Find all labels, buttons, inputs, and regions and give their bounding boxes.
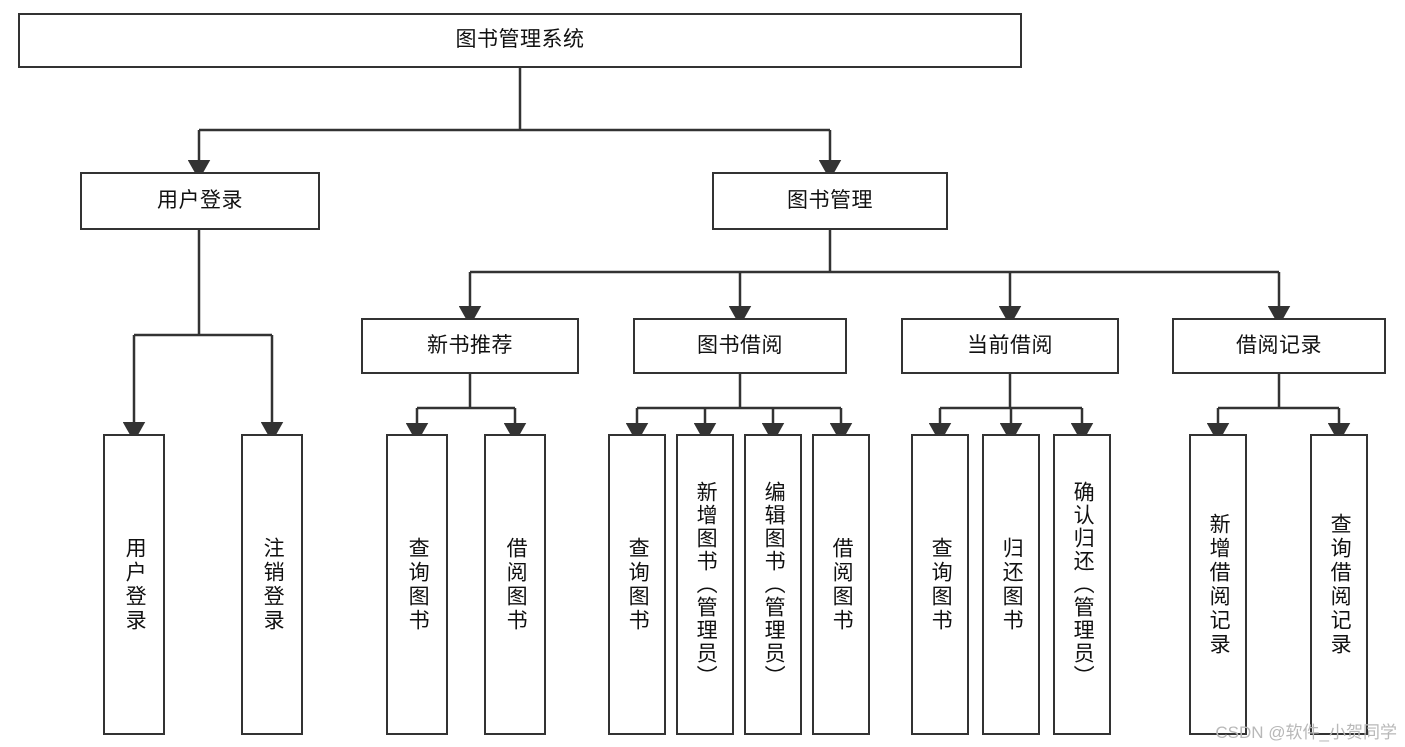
node-leaf-query-book-rec[interactable]: 查询图书 bbox=[386, 434, 448, 735]
node-leaf-query-book-c-label: 查询图书 bbox=[929, 536, 953, 633]
node-root-label: 图书管理系统 bbox=[455, 28, 585, 52]
node-leaf-confirm-return-admin-label: 确认归还（管理员） bbox=[1071, 481, 1095, 688]
node-leaf-confirm-return-admin[interactable]: 确认归还（管理员） bbox=[1053, 434, 1111, 735]
node-leaf-borrow-book-rec[interactable]: 借阅图书 bbox=[484, 434, 546, 735]
node-leaf-logout[interactable]: 注销登录 bbox=[241, 434, 303, 735]
node-book-manage-label: 图书管理 bbox=[787, 188, 873, 212]
node-leaf-query-borrow-record[interactable]: 查询借阅记录 bbox=[1310, 434, 1368, 735]
node-user-login-label: 用户登录 bbox=[157, 188, 243, 212]
node-leaf-add-borrow-record-label: 新增借阅记录 bbox=[1207, 512, 1231, 657]
node-book-borrow-label: 图书借阅 bbox=[697, 333, 783, 357]
node-book-borrow[interactable]: 图书借阅 bbox=[633, 318, 847, 374]
node-leaf-add-book-admin-label: 新增图书（管理员） bbox=[694, 481, 718, 688]
node-leaf-edit-book-admin[interactable]: 编辑图书（管理员） bbox=[744, 434, 802, 735]
node-leaf-add-book-admin[interactable]: 新增图书（管理员） bbox=[676, 434, 734, 735]
node-leaf-query-book-b-label: 查询图书 bbox=[626, 536, 650, 633]
node-leaf-borrow-book-b[interactable]: 借阅图书 bbox=[812, 434, 870, 735]
node-leaf-borrow-book-rec-label: 借阅图书 bbox=[504, 536, 528, 633]
node-book-manage[interactable]: 图书管理 bbox=[712, 172, 948, 230]
node-current-borrow[interactable]: 当前借阅 bbox=[901, 318, 1119, 374]
node-leaf-return-book-label: 归还图书 bbox=[1000, 536, 1024, 633]
node-leaf-logout-label: 注销登录 bbox=[261, 536, 285, 633]
node-borrow-record-label: 借阅记录 bbox=[1236, 333, 1322, 357]
node-leaf-user-login[interactable]: 用户登录 bbox=[103, 434, 165, 735]
node-root[interactable]: 图书管理系统 bbox=[18, 13, 1022, 68]
watermark-text: CSDN @软件_小贺同学 bbox=[1215, 723, 1397, 742]
node-leaf-edit-book-admin-label: 编辑图书（管理员） bbox=[762, 481, 786, 688]
node-leaf-query-book-c[interactable]: 查询图书 bbox=[911, 434, 969, 735]
node-borrow-record[interactable]: 借阅记录 bbox=[1172, 318, 1386, 374]
node-new-book-recommend-label: 新书推荐 bbox=[427, 333, 513, 357]
node-leaf-user-login-label: 用户登录 bbox=[123, 536, 147, 633]
node-leaf-query-book-b[interactable]: 查询图书 bbox=[608, 434, 666, 735]
node-leaf-query-borrow-record-label: 查询借阅记录 bbox=[1328, 512, 1352, 657]
node-leaf-add-borrow-record[interactable]: 新增借阅记录 bbox=[1189, 434, 1247, 735]
node-new-book-recommend[interactable]: 新书推荐 bbox=[361, 318, 579, 374]
node-leaf-return-book[interactable]: 归还图书 bbox=[982, 434, 1040, 735]
node-user-login[interactable]: 用户登录 bbox=[80, 172, 320, 230]
node-leaf-borrow-book-b-label: 借阅图书 bbox=[830, 536, 854, 633]
node-leaf-query-book-rec-label: 查询图书 bbox=[406, 536, 430, 633]
node-current-borrow-label: 当前借阅 bbox=[967, 333, 1053, 357]
